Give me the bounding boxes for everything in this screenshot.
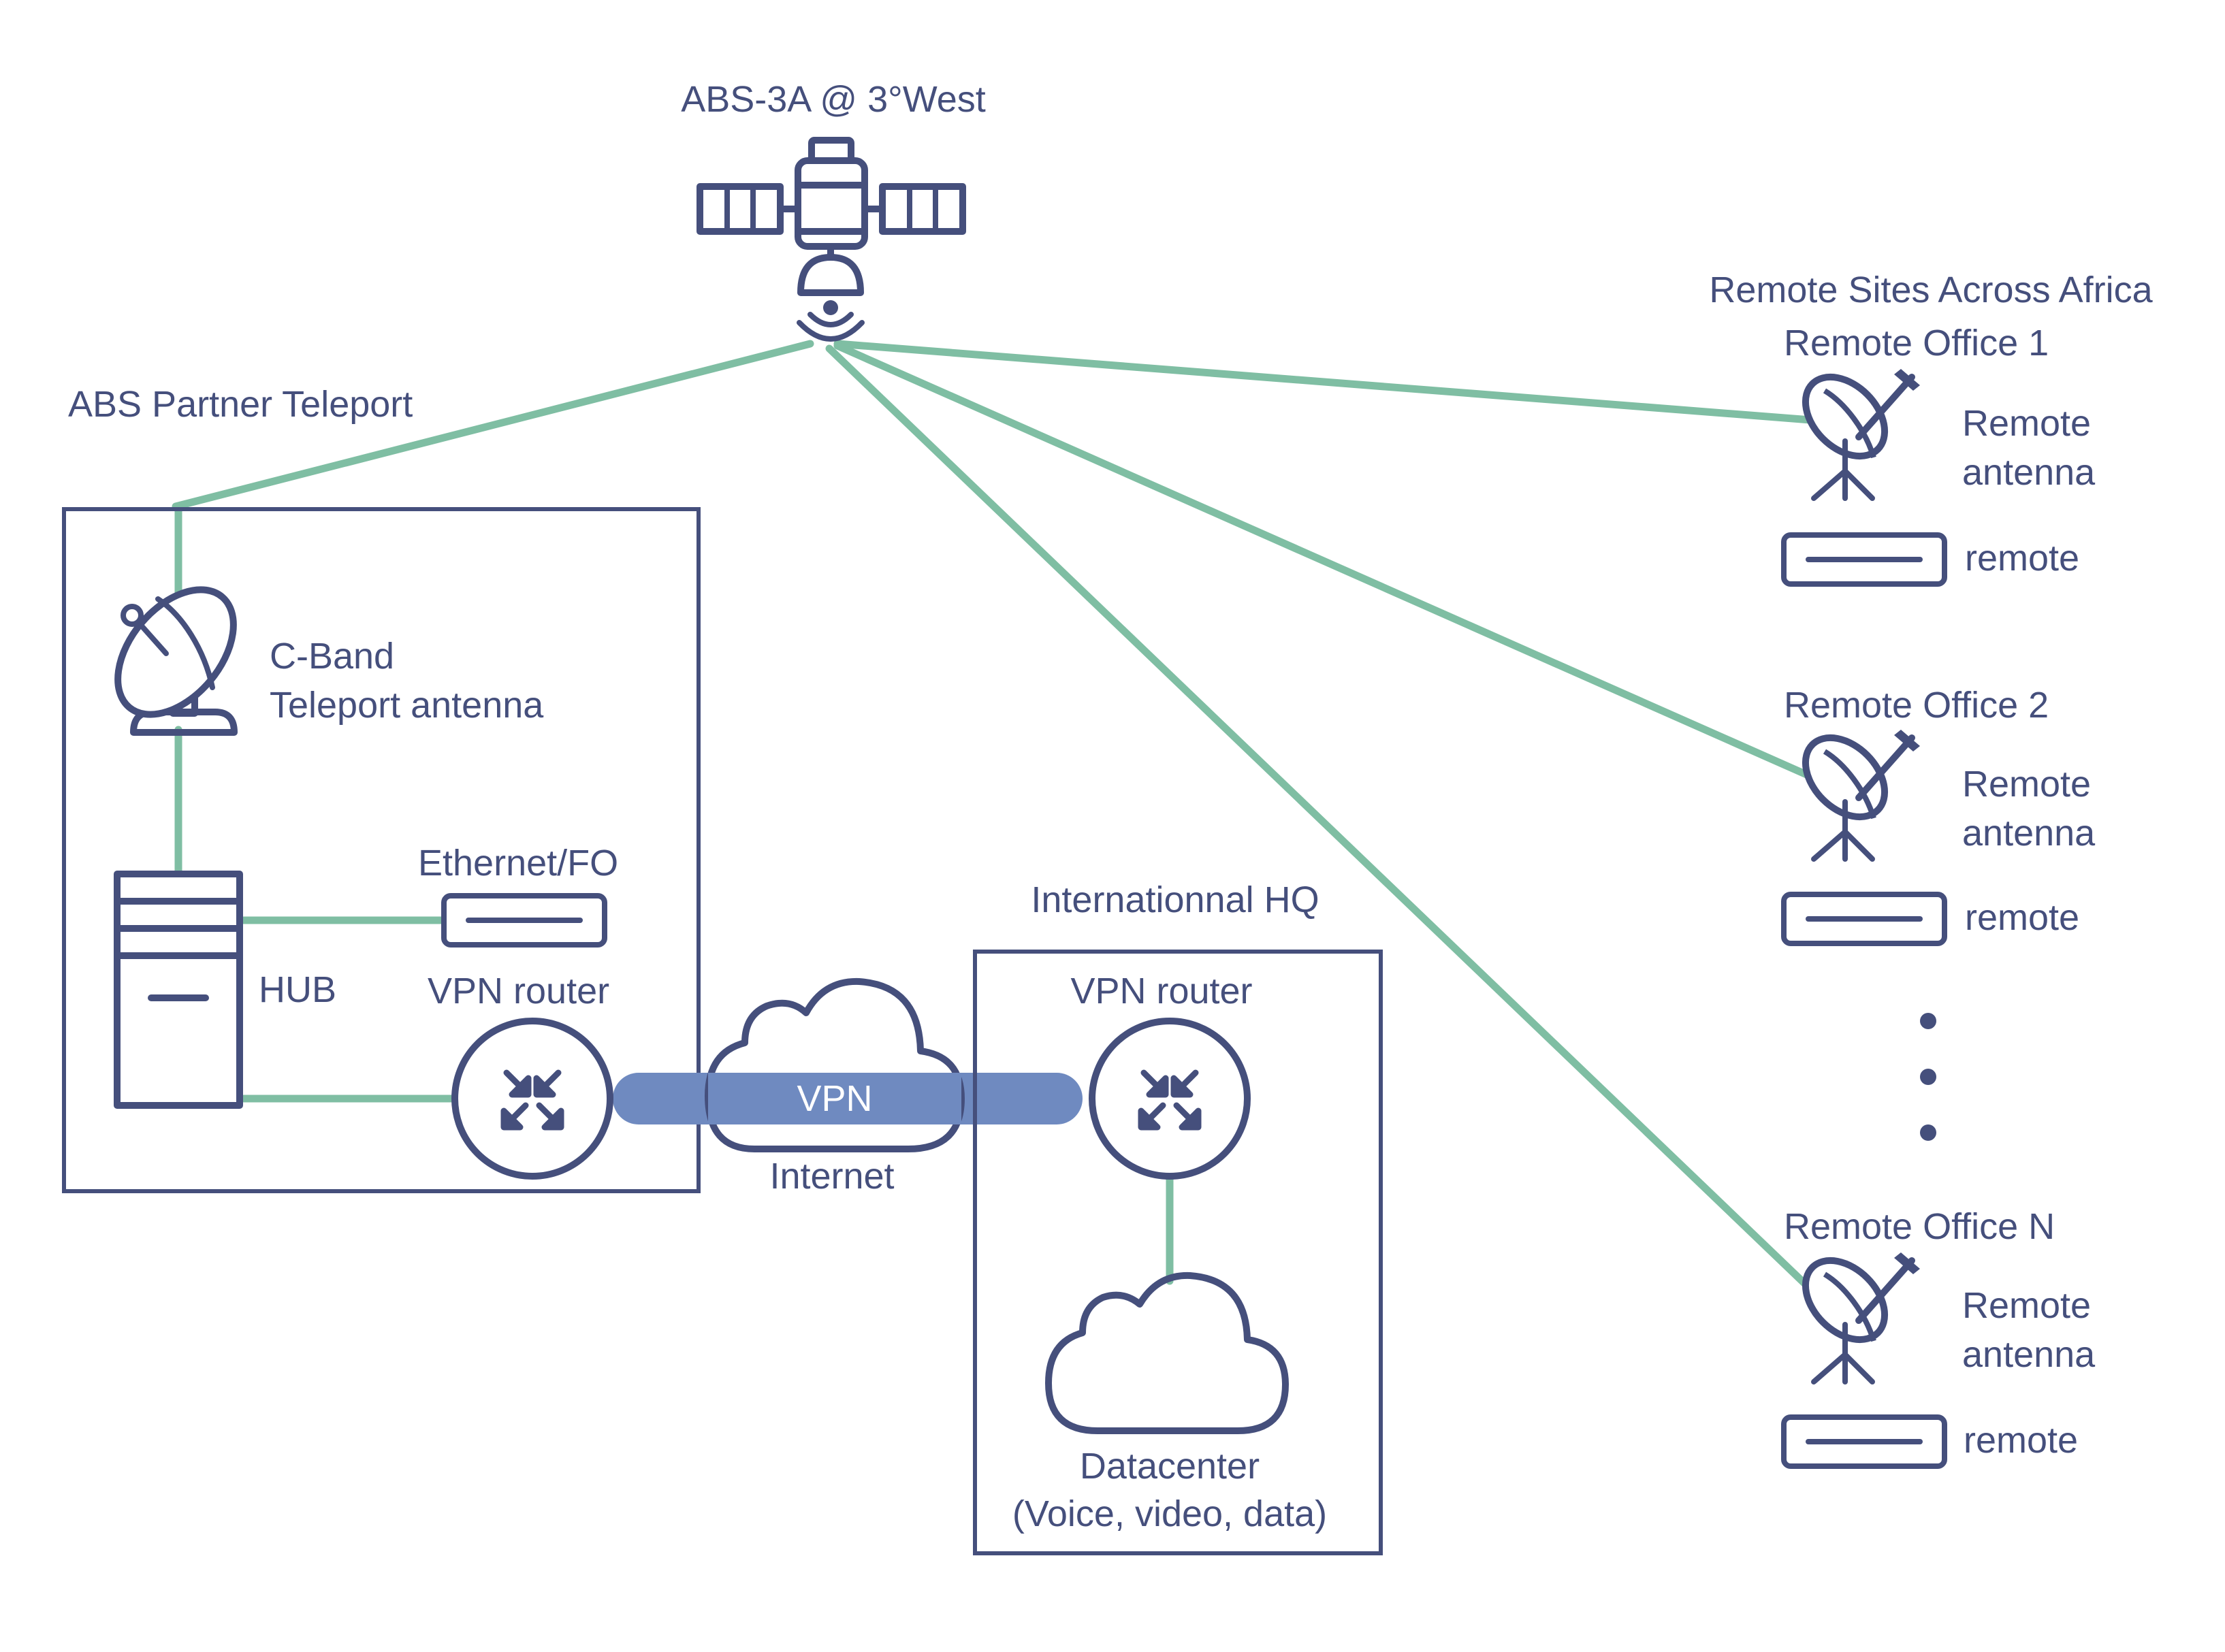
vpn-label: VPN — [797, 1078, 872, 1119]
hq-box — [973, 950, 1383, 1555]
hq-router-label: VPN router — [1070, 971, 1252, 1011]
remote-antenna-label-1: Remote — [1962, 403, 2091, 444]
modem-icon — [1784, 894, 1944, 943]
link-satellite-remote-n — [825, 344, 1826, 1304]
router-icon — [1092, 1021, 1247, 1176]
router-icon — [455, 1021, 610, 1176]
satellite-label: ABS-3A @ 3°West — [681, 79, 986, 120]
teleport-title: ABS Partner Teleport — [68, 384, 413, 425]
remote-antenna-label-1: Remote — [1962, 1285, 2091, 1326]
server-icon — [114, 871, 243, 1109]
cloud-icon — [1045, 1272, 1289, 1434]
links — [172, 340, 1826, 1304]
remote-section: Remote Sites Across Africa Remote Office… — [1709, 270, 2154, 1466]
remote-office-2: Remote Office 2 Remote antenna remote — [1784, 685, 2096, 943]
more-offices-ellipsis — [1920, 1013, 1936, 1141]
datacenter-label-1: Datacenter — [1080, 1446, 1260, 1487]
remote-office-n: Remote Office N Remote antenna remote — [1784, 1206, 2096, 1466]
dish-icon — [1790, 361, 1920, 498]
hub-label: HUB — [259, 969, 336, 1010]
hq-title: Internationnal HQ — [1031, 879, 1319, 920]
remote-antenna-label-2: antenna — [1962, 813, 2096, 854]
dish-icon — [1790, 722, 1920, 859]
datacenter-label-2: (Voice, video, data) — [1012, 1493, 1327, 1534]
remote-modem-label: remote — [1965, 538, 2079, 579]
satellite: ABS-3A @ 3°West — [681, 79, 986, 342]
modem-icon — [444, 896, 605, 945]
satellite-icon — [697, 137, 966, 342]
remote-office-name: Remote Office 2 — [1784, 685, 2049, 726]
modem-icon — [1784, 535, 1944, 584]
modem-icon — [1784, 1417, 1944, 1466]
remote-office-1: Remote Office 1 Remote antenna remote — [1784, 323, 2096, 584]
remote-antenna-label-2: antenna — [1962, 1334, 2096, 1375]
remote-office-name: Remote Office 1 — [1784, 323, 2049, 363]
internet-section: VPN Internet — [455, 977, 1247, 1197]
remote-modem-label: remote — [1965, 897, 2079, 938]
ethernet-label: Ethernet/FO — [418, 843, 618, 884]
link-satellite-remote-1 — [833, 340, 1823, 425]
teleport-section: ABS Partner Teleport C-Band Teleport ant… — [62, 384, 701, 1193]
link-satellite-remote-2 — [833, 342, 1826, 785]
teleport-antenna-label-1: C-Band — [270, 636, 394, 677]
internet-label: Internet — [769, 1156, 894, 1197]
remote-title: Remote Sites Across Africa — [1709, 270, 2153, 310]
remote-antenna-label-2: antenna — [1962, 452, 2096, 493]
dish-icon — [114, 586, 238, 736]
remote-modem-label: remote — [1964, 1420, 2078, 1461]
teleport-box — [62, 507, 701, 1193]
link-satellite-teleport — [172, 340, 814, 511]
hq-section: Internationnal HQ VPN router Datacenter … — [973, 879, 1383, 1555]
teleport-router-label: VPN router — [428, 971, 609, 1011]
remote-antenna-label-1: Remote — [1962, 764, 2091, 805]
remote-office-name: Remote Office N — [1784, 1206, 2055, 1247]
teleport-antenna-label-2: Teleport antenna — [270, 685, 544, 726]
dish-icon — [1790, 1245, 1920, 1382]
